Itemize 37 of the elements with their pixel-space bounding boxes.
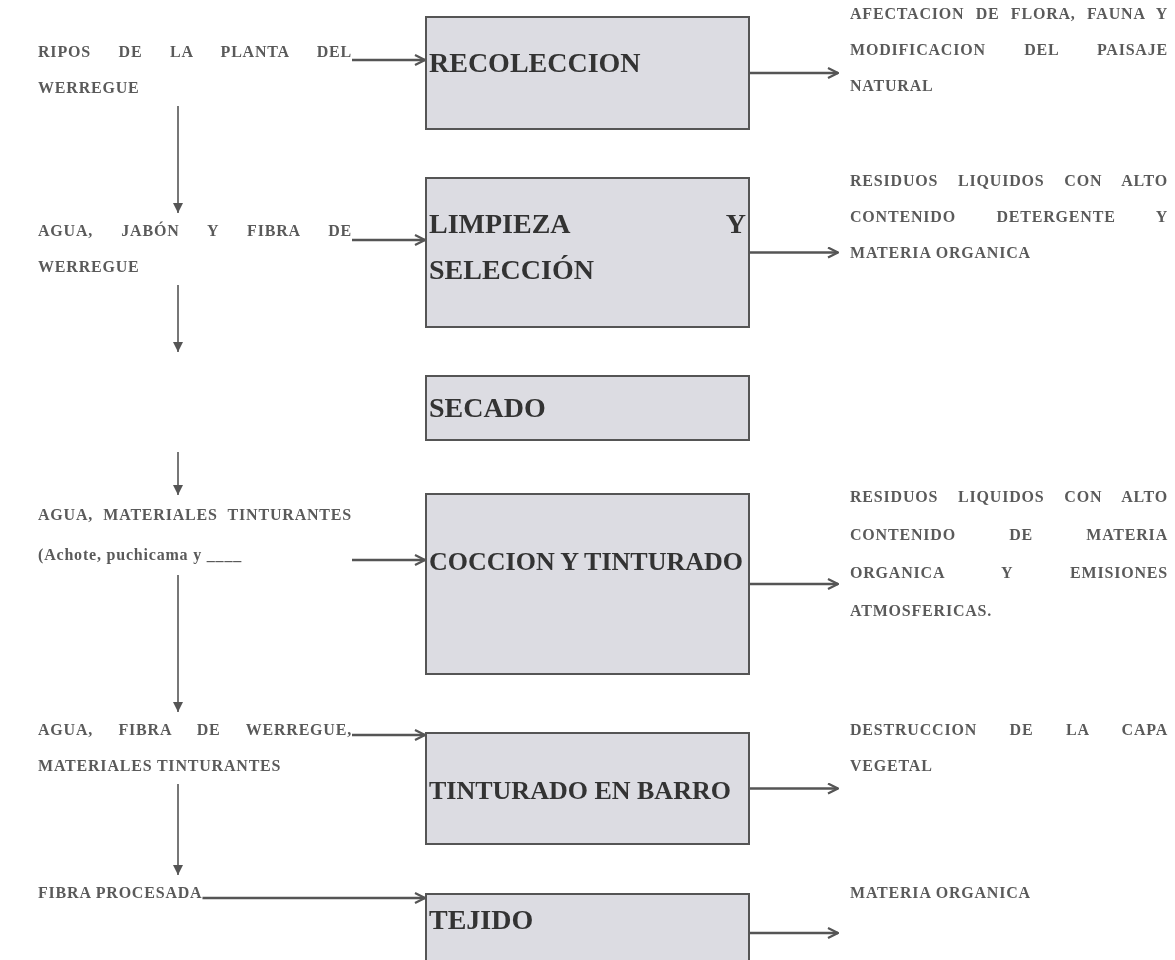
step-title: TEJIDO [428, 903, 535, 937]
arrow [173, 284, 183, 353]
input-text: RIPOS DE LA PLANTA DEL WERREGUE [38, 34, 352, 106]
arrow [750, 782, 840, 795]
step-title: RECOLECCION [428, 46, 642, 80]
process-box [425, 177, 750, 328]
output-text: DESTRUCCION DE LA CAPA VEGETAL [838, 712, 1168, 784]
arrow [352, 553, 427, 567]
process-box [425, 493, 750, 675]
arrow [750, 577, 840, 591]
arrow [352, 233, 427, 247]
arrow [202, 891, 427, 905]
arrow [173, 574, 183, 713]
process-box [425, 893, 750, 960]
output-text: AFECTACION DE FLORA, FAUNA Y MODIFICACION DEL PAISAJE NATURAL [838, 0, 1168, 104]
process-box [425, 16, 750, 130]
arrow [352, 728, 427, 742]
step-title: TINTURADO EN BARRO [428, 775, 732, 807]
arrow [173, 783, 183, 876]
output-text: RESIDUOS LIQUIDOS CON ALTO CONTENIDO DETERGENTE Y MATERIA ORGANICA [838, 163, 1168, 271]
output-text: MATERIA ORGANICA [838, 875, 1168, 911]
arrow [173, 451, 183, 496]
process-box [425, 732, 750, 845]
input-text: AGUA, FIBRA DE WERREGUE, MATERIALES TINTURANTES [38, 712, 352, 784]
arrow [750, 66, 840, 80]
arrow [750, 246, 840, 259]
input-text: AGUA, MATERIALES TINTURANTES (Achote, puchicama y ____ [38, 495, 352, 575]
input-text: AGUA, JABÓN Y FIBRA DE WERREGUE [38, 213, 352, 285]
arrow [750, 926, 840, 940]
step-title: LIMPIEZA Y SELECCIÓN [428, 207, 747, 287]
arrow [352, 53, 427, 67]
output-text: RESIDUOS LIQUIDOS CON ALTO CONTENIDO DE MATERIA ORGANICA Y EMISIONES ATMOSFERICAS. [838, 478, 1168, 630]
step-title: SECADO [428, 391, 547, 425]
arrow [173, 105, 183, 214]
step-title: COCCION Y TINTURADO [428, 546, 744, 578]
input-text: FIBRA PROCESADA [38, 875, 203, 911]
process-box [425, 375, 750, 441]
